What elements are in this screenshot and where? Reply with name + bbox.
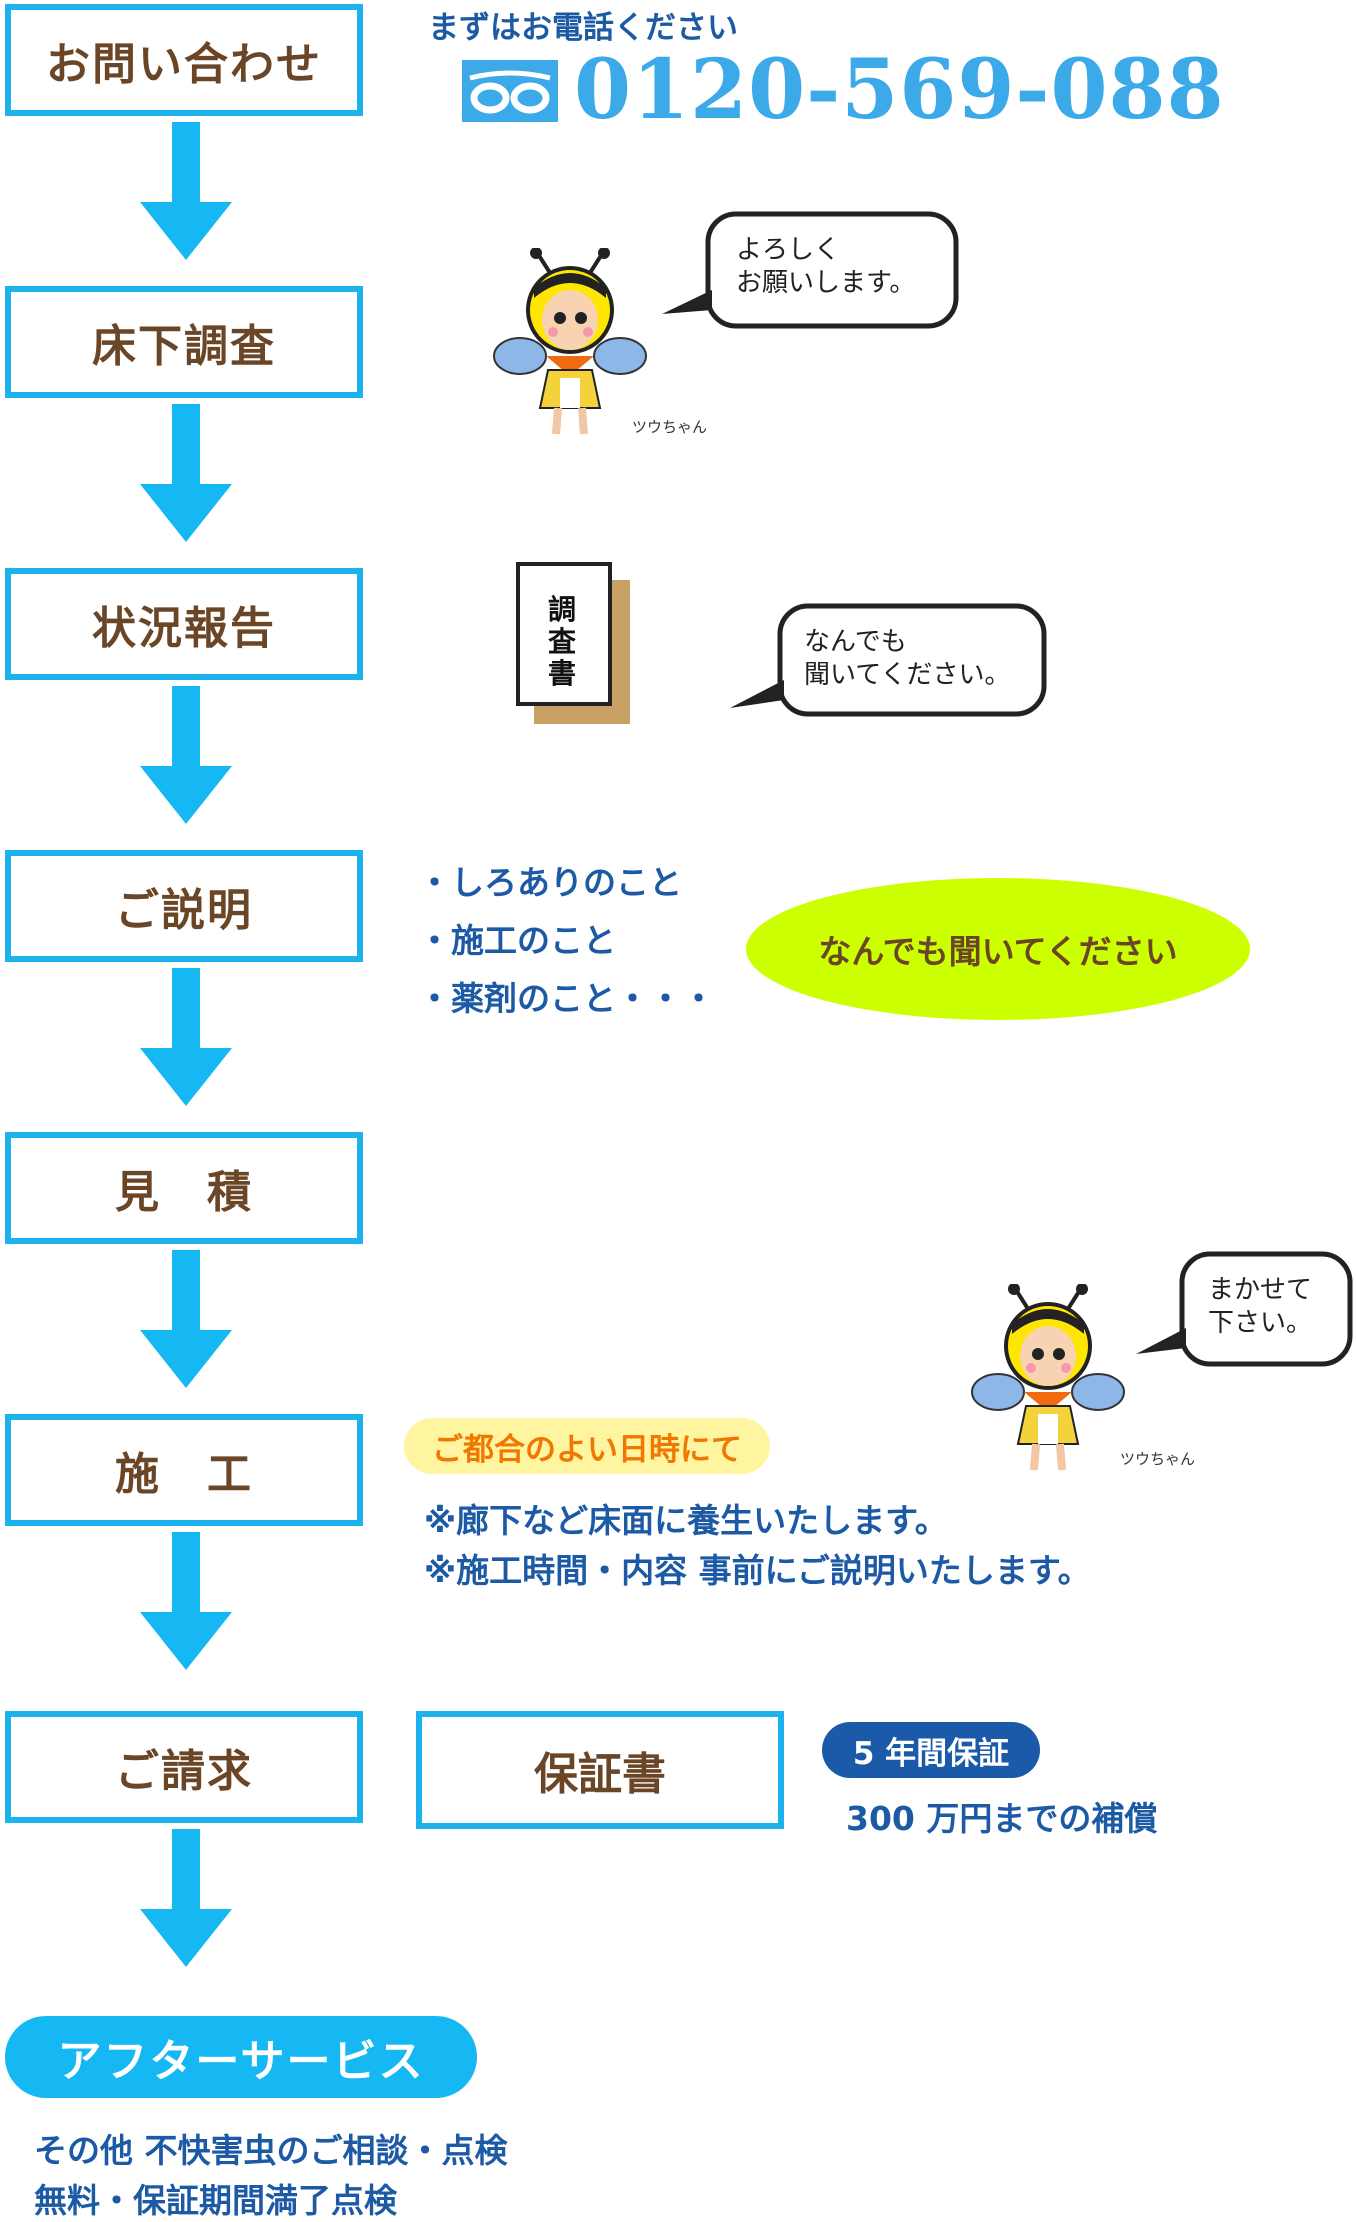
mascot-name: ツウちゃん — [1120, 1450, 1196, 1468]
ask-anything-oval: なんでも聞いてください — [746, 878, 1250, 1020]
mascot-icon — [971, 1284, 1125, 1471]
flow-arrow — [140, 122, 232, 260]
flow-arrow — [140, 686, 232, 824]
explain-item: ・しろありのこと — [418, 863, 682, 902]
bubble-text: まかせて 下さい。 — [1208, 1275, 1313, 1338]
step-label: 見 積 — [115, 1167, 253, 1218]
compensation-text: 300 万円までの補償 — [846, 1799, 1158, 1838]
warranty-label: 保証書 — [534, 1749, 666, 1800]
step-billing: ご請求 — [5, 1711, 363, 1823]
step-label: ご請求 — [115, 1746, 253, 1797]
survey-document: 調査書 — [516, 562, 612, 706]
after-service-line: 無料・保証期間満了点検 — [34, 2181, 397, 2220]
schedule-tag: ご都合のよい日時にて — [404, 1418, 770, 1474]
step-status-report: 状況報告 — [5, 568, 363, 680]
flow-arrow — [140, 968, 232, 1106]
speech-bubble — [1136, 1251, 1353, 1367]
flow-arrow — [140, 1532, 232, 1670]
phone-number[interactable]: 0120-569-088 — [574, 42, 1225, 138]
bubble-text: なんでも 聞いてください。 — [804, 627, 1011, 690]
construction-note: ※廊下など床面に養生いたします。 — [424, 1501, 948, 1540]
warranty-certificate-box: 保証書 — [416, 1711, 784, 1829]
mascot-icon — [493, 248, 647, 435]
step-explanation: ご説明 — [5, 850, 363, 962]
step-label: 状況報告 — [92, 603, 276, 654]
freedial-icon — [462, 60, 558, 122]
construction-note: ※施工時間・内容 事前にご説明いたします。 — [424, 1551, 1091, 1590]
oval-text: なんでも聞いてください — [818, 932, 1178, 971]
speech-bubble — [662, 211, 959, 329]
step-label: 床下調査 — [92, 321, 276, 372]
flow-arrow — [140, 1829, 232, 1967]
call-prompt: まずはお電話ください — [428, 10, 738, 46]
after-service-banner: アフターサービス — [5, 2016, 477, 2098]
step-label: ご説明 — [115, 885, 253, 936]
step-construction: 施 工 — [5, 1414, 363, 1526]
flow-arrow — [140, 1250, 232, 1388]
step-label: お問い合わせ — [46, 39, 322, 90]
warranty-badge: 5 年間保証 — [822, 1722, 1040, 1778]
mascot-name: ツウちゃん — [632, 418, 708, 436]
step-label: 施 工 — [115, 1449, 253, 1500]
speech-bubble — [730, 603, 1047, 717]
badge-text: 5 年間保証 — [852, 1735, 1010, 1772]
step-estimate: 見 積 — [5, 1132, 363, 1244]
tag-text: ご都合のよい日時にて — [432, 1431, 742, 1468]
document-label: 調査書 — [548, 593, 577, 690]
explain-item: ・薬剤のこと・・・ — [418, 979, 715, 1018]
explain-item: ・施工のこと — [418, 921, 616, 960]
after-service-line: その他 不快害虫のご相談・点検 — [34, 2131, 508, 2170]
step-inquiry: お問い合わせ — [5, 4, 363, 116]
after-service-title: アフターサービス — [57, 2036, 425, 2087]
bubble-text: よろしく お願いします。 — [736, 235, 916, 298]
step-underfloor-survey: 床下調査 — [5, 286, 363, 398]
flow-arrow — [140, 404, 232, 542]
